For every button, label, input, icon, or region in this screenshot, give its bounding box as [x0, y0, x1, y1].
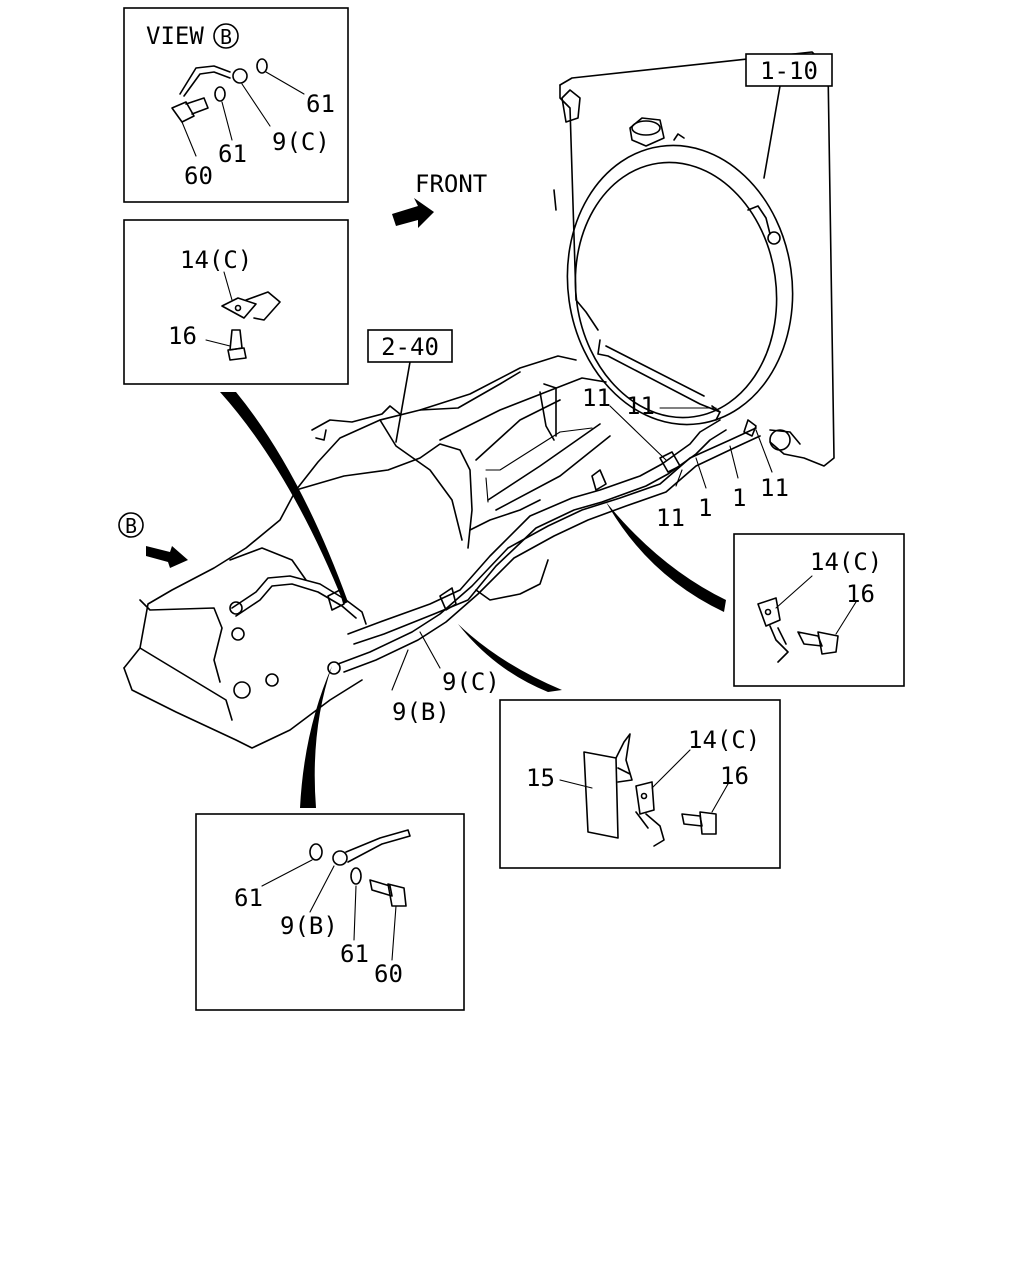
view-b-arrow-letter: B — [125, 514, 137, 538]
part-11-label-d: 11 — [760, 474, 789, 502]
part-11-label-a: 11 — [582, 384, 611, 412]
detail-bracket: 15 14(C) 16 — [499, 699, 781, 869]
callout-wedges — [220, 392, 726, 808]
view-b-title: VIEW — [146, 22, 204, 50]
ref-label-2-40: 2-40 — [381, 333, 439, 361]
ref-label-1-10: 1-10 — [760, 57, 818, 85]
d2-14c-label: 14(C) — [180, 246, 252, 274]
front-arrow — [392, 198, 434, 228]
viewb-61-label-a: 61 — [306, 90, 335, 118]
view-b-arrow — [146, 546, 188, 568]
viewb-61-label-b: 61 — [218, 140, 247, 168]
viewb-9c-label: 9(C) — [272, 128, 330, 156]
d5-61-label-a: 61 — [234, 884, 263, 912]
part-11-label-b: 11 — [626, 392, 655, 420]
detail-fitting-9b: 61 9(B) 61 60 — [195, 813, 465, 1011]
front-label: FRONT — [415, 170, 487, 198]
leader-1-10 — [763, 85, 781, 179]
view-b-title-letter: B — [220, 25, 232, 49]
detail-clamp-left: 14(C) 16 — [123, 219, 349, 385]
transmission-body — [123, 355, 611, 749]
radiator-shroud — [553, 51, 835, 467]
viewb-60-label: 60 — [184, 162, 213, 190]
d4-14c-label: 14(C) — [688, 726, 760, 754]
part-9b-label: 9(B) — [392, 698, 450, 726]
part-9c-label: 9(C) — [442, 668, 500, 696]
d2-16-label: 16 — [168, 322, 197, 350]
d5-9b-label: 9(B) — [280, 912, 338, 940]
ref-box-1-10 — [745, 53, 833, 87]
view-b-title-circle — [213, 23, 239, 49]
ref-box-2-40 — [367, 329, 453, 363]
d3-14c-label: 14(C) — [810, 548, 882, 576]
d5-60-label: 60 — [374, 960, 403, 988]
part-11-label-c: 11 — [656, 504, 685, 532]
d5-61-label-b: 61 — [340, 940, 369, 968]
part-1-label-b: 1 — [732, 484, 746, 512]
detail-view-b: VIEW B 61 9(C) 61 60 — [123, 7, 349, 203]
view-b-arrow-circle — [118, 512, 144, 538]
d4-15-label: 15 — [526, 764, 555, 792]
d3-16-label: 16 — [846, 580, 875, 608]
detail-clamp-right: 14(C) 16 — [733, 533, 905, 687]
part-1-label-a: 1 — [698, 494, 712, 522]
main-leaders — [391, 405, 773, 691]
leader-2-40 — [395, 361, 411, 443]
cooler-lines — [229, 405, 761, 675]
d4-16-label: 16 — [720, 762, 749, 790]
